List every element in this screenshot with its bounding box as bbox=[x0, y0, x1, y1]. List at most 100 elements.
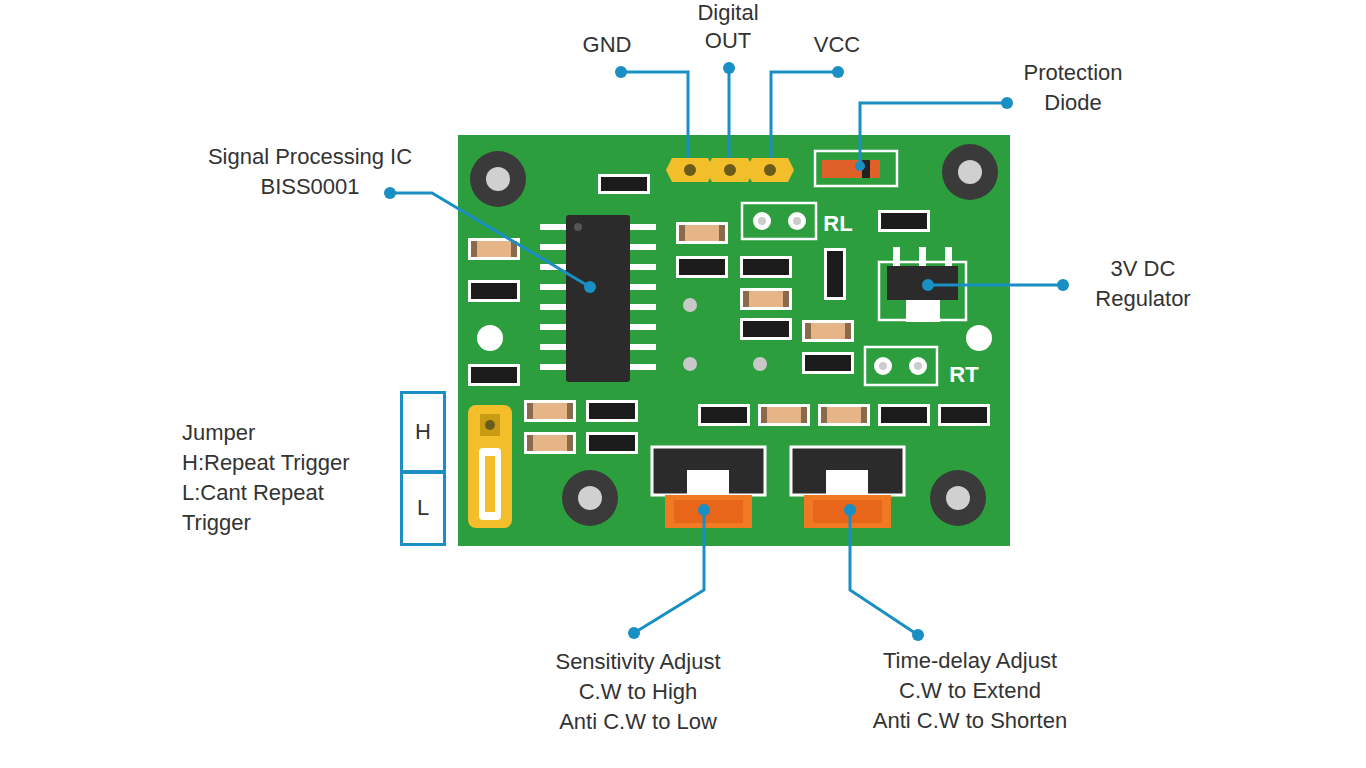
smd-part bbox=[527, 403, 573, 419]
jumper-mode-letter: L bbox=[417, 495, 429, 521]
smd-part bbox=[761, 407, 807, 423]
part-name: Regulator bbox=[1095, 286, 1190, 312]
adjust-note: Anti C.W to Shorten bbox=[873, 708, 1067, 734]
smd-part bbox=[540, 224, 566, 230]
smd-part bbox=[524, 400, 576, 422]
adjust-note: Time-delay Adjust bbox=[883, 648, 1057, 674]
smd-part bbox=[740, 256, 792, 278]
jumper-mode-letter: H bbox=[415, 419, 431, 445]
smd-part bbox=[827, 251, 843, 297]
smd-part bbox=[805, 355, 851, 371]
smd-part bbox=[881, 407, 927, 423]
smd-part bbox=[567, 435, 573, 451]
pin-name: GND bbox=[583, 32, 632, 58]
mounting-holes bbox=[470, 144, 998, 526]
sensitivity-pot bbox=[652, 447, 765, 528]
smd-part bbox=[589, 403, 635, 419]
jumper-mode-box: H bbox=[400, 391, 446, 473]
smd-part bbox=[527, 403, 533, 419]
smd-part bbox=[630, 264, 656, 270]
part-name: Diode bbox=[1044, 90, 1101, 116]
smd-part bbox=[567, 403, 573, 419]
smd-part bbox=[761, 407, 767, 423]
jumper-note: H:Repeat Trigger bbox=[182, 448, 387, 478]
header-pins bbox=[666, 158, 794, 182]
smd-part bbox=[471, 241, 517, 257]
smd-part bbox=[679, 225, 725, 241]
adjust-note: C.W to High bbox=[579, 679, 698, 705]
adjust-note: C.W to Extend bbox=[899, 678, 1041, 704]
smd-part bbox=[676, 256, 728, 278]
smd-part bbox=[468, 364, 520, 386]
smd-part bbox=[540, 324, 566, 330]
smd-part bbox=[471, 241, 477, 257]
smd-part bbox=[601, 177, 647, 191]
smd-part bbox=[630, 304, 656, 310]
smd-part bbox=[540, 344, 566, 350]
smd-part bbox=[540, 244, 566, 250]
jumper-mode-box: L bbox=[400, 471, 446, 546]
time-delay-pot bbox=[791, 447, 904, 528]
smd-part bbox=[630, 284, 656, 290]
smd-part bbox=[743, 321, 789, 337]
smd-part bbox=[540, 304, 566, 310]
smd-part bbox=[589, 435, 635, 451]
smd-part bbox=[527, 435, 533, 451]
smd-part bbox=[719, 225, 725, 241]
smd-part bbox=[878, 210, 930, 232]
smd-part bbox=[630, 364, 656, 370]
smd-part bbox=[801, 407, 807, 423]
pin-name: Digital bbox=[697, 0, 758, 26]
smd-part bbox=[630, 344, 656, 350]
smd-part bbox=[938, 404, 990, 426]
leader-dots bbox=[384, 62, 1069, 641]
smd-part bbox=[861, 407, 867, 423]
signal-ic bbox=[540, 215, 656, 382]
smd-part bbox=[698, 404, 750, 426]
protection-diode bbox=[822, 160, 880, 178]
smd-part bbox=[468, 280, 520, 302]
smd-part bbox=[802, 320, 854, 342]
leader-lines bbox=[390, 68, 1063, 635]
pcb-board bbox=[458, 135, 1010, 546]
silkscreen-label: RL bbox=[823, 211, 852, 237]
smd-part bbox=[524, 432, 576, 454]
pin-name: OUT bbox=[705, 28, 751, 54]
smd-part bbox=[824, 248, 846, 300]
smd-part bbox=[630, 244, 656, 250]
smd-part bbox=[743, 291, 789, 307]
smd-part bbox=[540, 284, 566, 290]
pin-name: VCC bbox=[814, 32, 860, 58]
smd-part bbox=[740, 318, 792, 340]
part-name: 3V DC bbox=[1111, 256, 1176, 282]
smd-part bbox=[941, 407, 987, 423]
jumper bbox=[468, 405, 512, 528]
jumper-note: Jumper bbox=[182, 418, 387, 448]
smd-part bbox=[598, 174, 650, 194]
jumper-note: L:Cant Repeat Trigger bbox=[182, 478, 387, 538]
smd-part bbox=[630, 224, 656, 230]
smd-part bbox=[471, 367, 517, 383]
smd-part bbox=[821, 407, 867, 423]
smd-part bbox=[805, 323, 811, 339]
smd-part bbox=[471, 283, 517, 299]
smd-part bbox=[676, 222, 728, 244]
smd-part bbox=[527, 435, 573, 451]
silkscreen-label: RT bbox=[949, 362, 978, 388]
smd-part bbox=[740, 288, 792, 310]
smd-part bbox=[818, 404, 870, 426]
smd-part bbox=[743, 291, 749, 307]
smd-part bbox=[821, 407, 827, 423]
smd-part bbox=[802, 352, 854, 374]
smd-part bbox=[878, 404, 930, 426]
smd-part bbox=[679, 259, 725, 275]
smd-part bbox=[783, 291, 789, 307]
smd-part bbox=[758, 404, 810, 426]
smd-part bbox=[743, 259, 789, 275]
smd-part bbox=[630, 324, 656, 330]
smd-part bbox=[805, 323, 851, 339]
part-name: BISS0001 bbox=[260, 174, 359, 200]
adjust-note: Anti C.W to Low bbox=[559, 709, 717, 735]
part-name: Signal Processing IC bbox=[208, 144, 412, 170]
smd-part bbox=[586, 400, 638, 422]
